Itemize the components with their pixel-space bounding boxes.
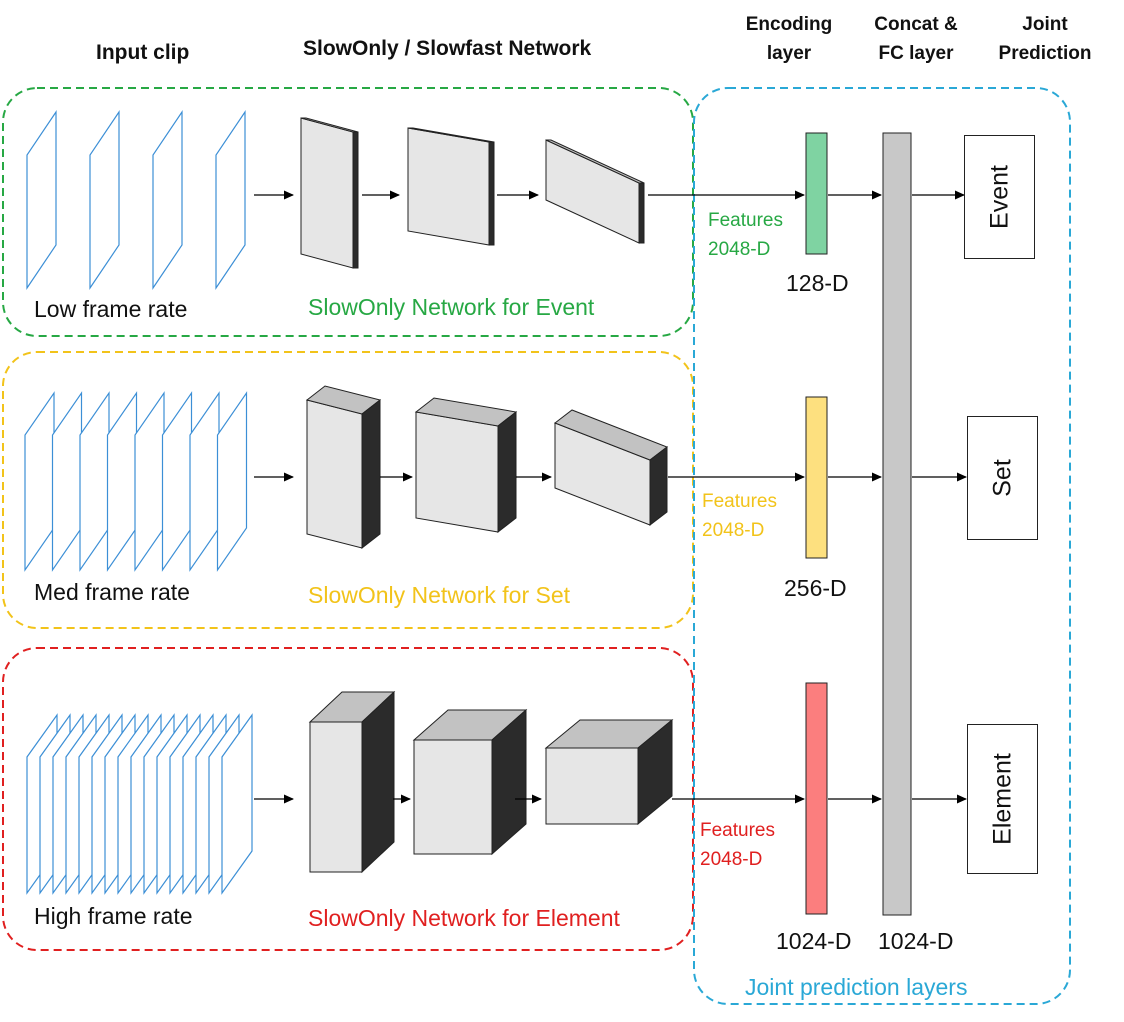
concat-header-line2: FC layer xyxy=(878,43,954,64)
med-frame-rate-frames xyxy=(24,391,248,572)
encoding-bar-set xyxy=(805,396,828,559)
event-block-2-front xyxy=(407,127,490,246)
event-block-1-side xyxy=(352,131,359,269)
low-frame-rate-frames xyxy=(26,110,246,290)
encoding-bar-event xyxy=(805,132,828,255)
element-features-label: Features 2048-D xyxy=(700,816,775,874)
element-block-2 xyxy=(412,708,528,856)
input-clip-header: Input clip xyxy=(96,41,190,64)
set-network-label: SlowOnly Network for Set xyxy=(308,582,571,608)
set-output-label: Set xyxy=(988,459,1016,497)
frame-4 xyxy=(134,391,165,572)
low-frame-rate-label: Low frame rate xyxy=(34,296,188,322)
concat-fc-header: Concat & FC layer xyxy=(864,10,968,68)
element-encoding-dim: 1024-D xyxy=(776,928,852,954)
set-block-3-side xyxy=(649,445,668,527)
element-block-1 xyxy=(308,690,396,874)
set-block-2 xyxy=(414,397,518,534)
joint-prediction-box xyxy=(693,87,1071,1005)
frame-3 xyxy=(215,110,246,290)
set-block-2-front xyxy=(415,411,499,533)
element-network-label: SlowOnly Network for Element xyxy=(308,905,620,931)
high-frame-rate-label: High frame rate xyxy=(34,903,193,929)
encoding-header-line2: layer xyxy=(766,43,812,64)
event-output-label: Event xyxy=(985,165,1013,229)
encoding-header-line1: Encoding xyxy=(745,14,833,35)
event-features-label: Features 2048-D xyxy=(708,206,783,264)
frame-5 xyxy=(161,391,193,572)
set-block-1-front xyxy=(306,399,363,549)
high-frame-rate-frames xyxy=(26,713,253,895)
set-features-line1: Features xyxy=(702,491,777,512)
element-features-line2: 2048-D xyxy=(700,849,763,870)
frame-15 xyxy=(221,713,253,895)
set-block-3 xyxy=(553,409,669,527)
event-block-3 xyxy=(545,139,645,244)
set-block-1-side xyxy=(361,398,381,550)
event-block-1 xyxy=(300,117,359,269)
frame-2 xyxy=(79,391,110,572)
event-block-2 xyxy=(407,127,495,246)
element-output-label: Element xyxy=(988,753,1016,845)
element-block-2-side xyxy=(491,708,527,856)
event-output-box: Event xyxy=(964,135,1035,259)
set-encoding-dim: 256-D xyxy=(784,575,847,601)
encoding-layer-header: Encoding layer xyxy=(740,10,838,68)
joint-prediction-header: Joint Prediction xyxy=(988,10,1102,68)
element-output-box: Element xyxy=(967,724,1038,874)
encoding-bar-element xyxy=(805,682,828,915)
frame-7 xyxy=(216,391,248,572)
element-block-3-front xyxy=(545,747,639,825)
set-block-2-side xyxy=(497,410,517,534)
frame-2 xyxy=(152,110,183,290)
arrows xyxy=(254,190,967,804)
set-output-box: Set xyxy=(967,416,1038,540)
network-header: SlowOnly / Slowfast Network xyxy=(303,37,592,60)
med-frame-rate-label: Med frame rate xyxy=(34,579,190,605)
joint-header-line2: Prediction xyxy=(998,43,1092,64)
frame-0 xyxy=(26,110,57,290)
event-features-line2: 2048-D xyxy=(708,239,771,260)
event-block-3-front xyxy=(545,139,640,244)
frame-0 xyxy=(24,391,55,572)
set-features-label: Features 2048-D xyxy=(702,487,777,545)
event-features-line1: Features xyxy=(708,210,783,231)
joint-header-line1: Joint xyxy=(1022,14,1068,35)
event-network-label: SlowOnly Network for Event xyxy=(308,294,595,320)
event-encoding-dim: 128-D xyxy=(786,270,849,296)
element-block-1-side xyxy=(361,690,395,874)
event-block-2-side xyxy=(488,141,495,246)
frame-3 xyxy=(106,391,138,572)
fc-dim-label: 1024-D xyxy=(878,928,954,954)
joint-prediction-layers-label: Joint prediction layers xyxy=(745,974,968,1000)
element-features-line1: Features xyxy=(700,820,775,841)
set-block-1 xyxy=(305,385,382,550)
frame-1 xyxy=(89,110,120,290)
network-blocks xyxy=(300,117,674,874)
element-block-2-front xyxy=(413,739,493,855)
element-block-3-side xyxy=(637,718,673,826)
concat-header-line1: Concat & xyxy=(874,14,958,35)
element-block-3 xyxy=(544,718,674,826)
event-block-3-side xyxy=(638,182,645,244)
frame-1 xyxy=(51,391,83,572)
event-block-1-front xyxy=(300,117,354,269)
frame-6 xyxy=(189,391,220,572)
element-block-1-front xyxy=(309,721,363,873)
concat-fc-bar xyxy=(882,132,912,916)
set-features-line2: 2048-D xyxy=(702,520,765,541)
